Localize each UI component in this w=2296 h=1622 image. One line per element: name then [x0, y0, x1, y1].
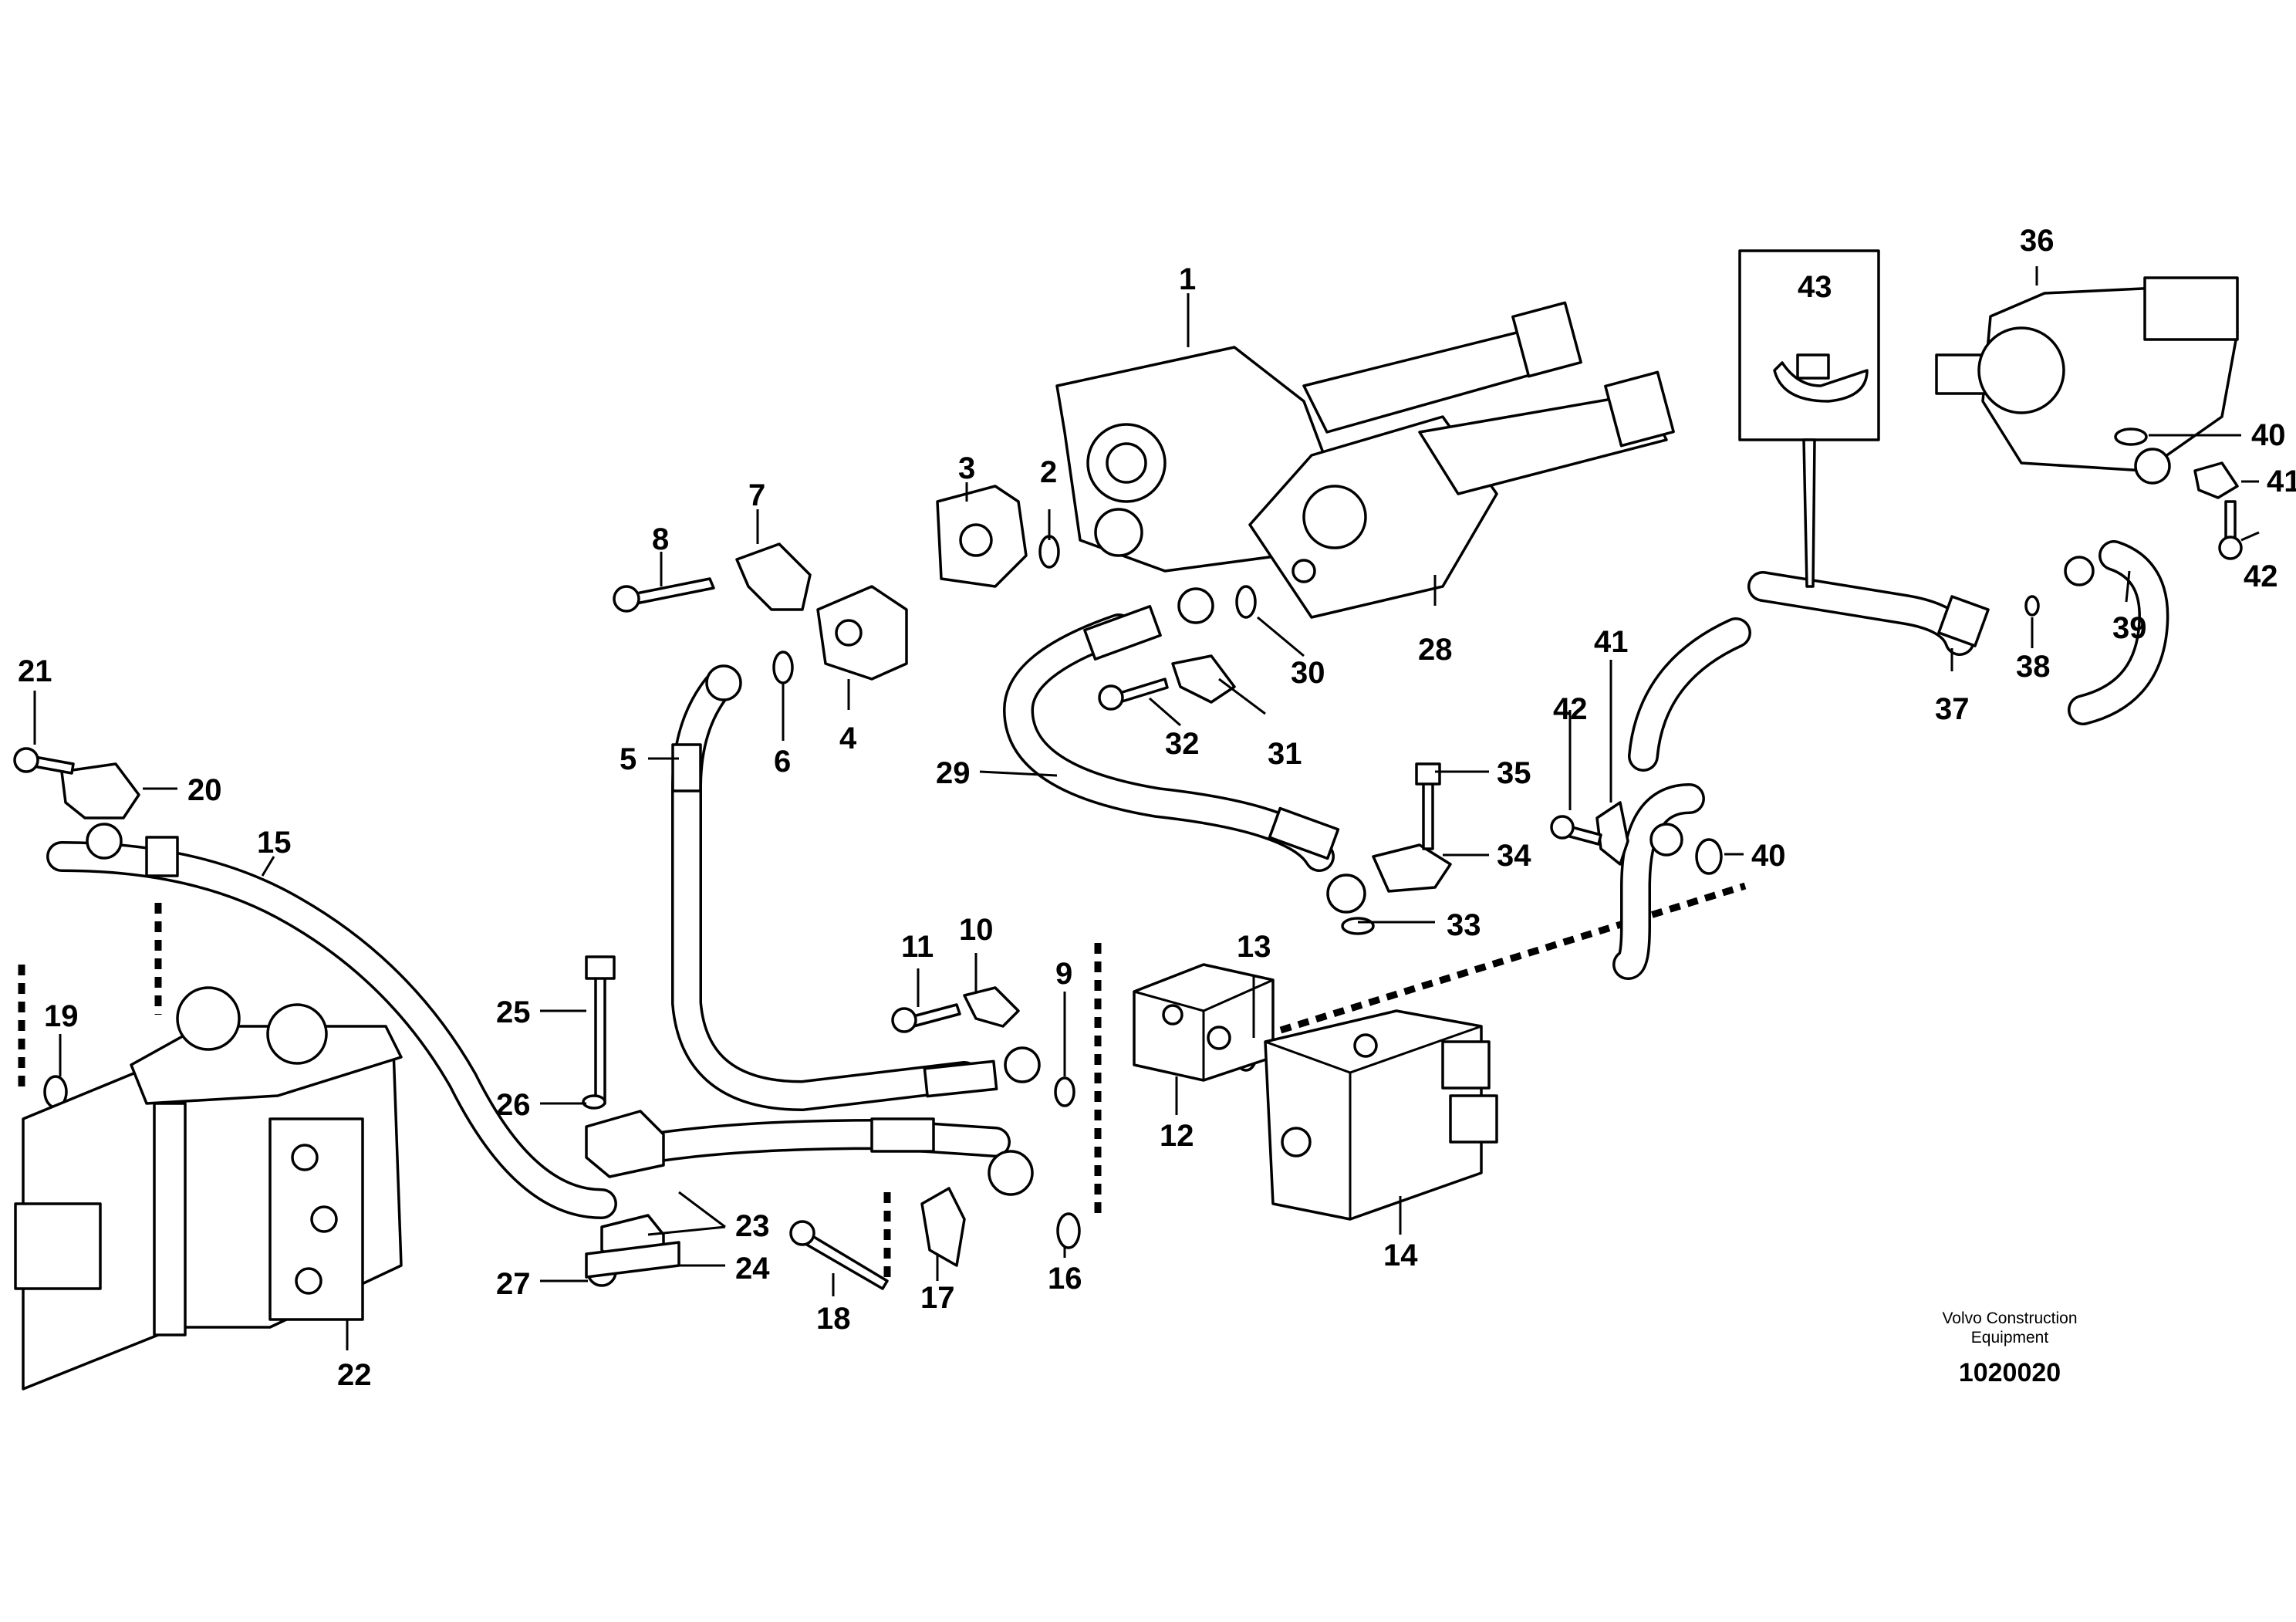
- callout-22: 22: [337, 1358, 372, 1392]
- callout-41-hose: 41: [1594, 625, 1629, 659]
- callout-16: 16: [1048, 1262, 1082, 1296]
- callout-14: 14: [1383, 1238, 1418, 1272]
- callout-39: 39: [2112, 611, 2147, 645]
- callout-32: 32: [1165, 727, 1200, 761]
- callout-11: 11: [901, 930, 934, 964]
- callout-40-hose: 40: [1751, 839, 1786, 873]
- callout-40-motor: 40: [2251, 418, 2286, 452]
- credit-line-1: Volvo Construction: [1942, 1309, 2077, 1327]
- callout-19: 19: [44, 999, 79, 1033]
- leader-lines: [33, 266, 2260, 1350]
- callout-26: 26: [496, 1088, 531, 1122]
- callout-12: 12: [1160, 1119, 1194, 1153]
- callout-28: 28: [1418, 633, 1453, 667]
- hose-17: [625, 1117, 1011, 1165]
- callout-20: 20: [187, 773, 222, 807]
- callout-37: 37: [1935, 692, 1970, 726]
- callout-42-motor: 42: [2244, 559, 2278, 593]
- motor-36: [1935, 276, 2239, 472]
- callout-9: 9: [1055, 957, 1072, 991]
- hose-15: [46, 836, 617, 1219]
- dashed-connectors: [18, 882, 1747, 1277]
- callout-31: 31: [1268, 737, 1302, 771]
- callout-13: 13: [1237, 930, 1271, 964]
- callout-15: 15: [257, 826, 292, 860]
- callout-7: 7: [748, 478, 765, 512]
- hose-37: [1612, 571, 1990, 980]
- drawing-number: 1020020: [1959, 1358, 2061, 1387]
- callout-21: 21: [18, 654, 52, 688]
- callout-34: 34: [1497, 839, 1531, 873]
- hose-29: [1002, 605, 1340, 872]
- flange-3: [936, 485, 1028, 588]
- callout-17: 17: [920, 1281, 955, 1315]
- callout-2: 2: [1040, 455, 1057, 489]
- callout-38: 38: [2016, 650, 2051, 684]
- clamp-halves: [60, 461, 2239, 1267]
- callout-10: 10: [959, 913, 994, 947]
- hose-39: [2068, 540, 2169, 725]
- hose-5: [671, 671, 998, 1112]
- callout-1: 1: [1179, 262, 1196, 296]
- fittings: [86, 448, 2171, 1196]
- callout-4: 4: [839, 721, 857, 755]
- callout-labels: 1 2 3 4 5 6 7 8 9 10 11 12 13 14 15 16 1…: [18, 224, 2296, 1392]
- callout-8: 8: [652, 522, 669, 556]
- credit-line-2: Equipment: [1971, 1329, 2049, 1347]
- callout-25: 25: [496, 995, 531, 1029]
- valve-22: [14, 986, 403, 1391]
- flange-4: [816, 585, 908, 681]
- valve-14: [1264, 1009, 1498, 1221]
- callout-27: 27: [496, 1267, 531, 1301]
- callout-29: 29: [936, 756, 971, 790]
- callout-24: 24: [735, 1252, 770, 1286]
- callout-41-motor: 41: [2267, 465, 2296, 498]
- callout-33: 33: [1447, 908, 1481, 942]
- callout-3: 3: [958, 451, 975, 485]
- callout-36: 36: [2020, 224, 2055, 258]
- clamp-23-24: [585, 1110, 680, 1279]
- callout-30: 30: [1291, 656, 1325, 690]
- callout-23: 23: [735, 1209, 770, 1243]
- block-12: [1133, 963, 1275, 1082]
- callout-18: 18: [816, 1302, 851, 1336]
- credit-block: Volvo Construction Equipment 1020020: [1942, 1309, 2077, 1387]
- callout-6: 6: [774, 745, 791, 779]
- pump-28: [1248, 370, 1675, 619]
- callout-43: 43: [1798, 270, 1832, 304]
- callout-35: 35: [1497, 756, 1531, 790]
- inset-box-43: [1738, 249, 1880, 588]
- callout-42-hose: 42: [1553, 692, 1588, 726]
- callout-5: 5: [620, 742, 636, 776]
